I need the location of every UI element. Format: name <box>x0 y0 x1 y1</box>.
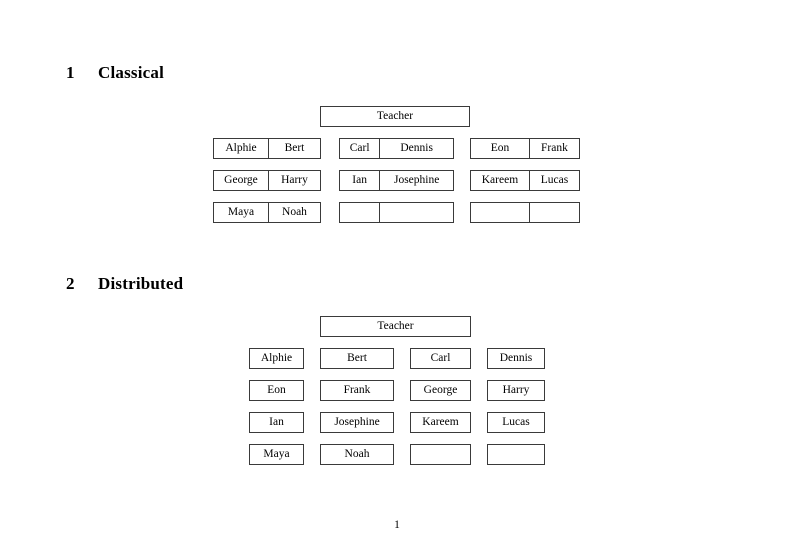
classical-group-box: Eon Frank <box>470 138 580 159</box>
name-box: Maya <box>249 444 304 465</box>
name-box: Frank <box>320 380 394 401</box>
name-cell: Maya <box>227 205 255 218</box>
classical-middle-row-2: Ian Josephine <box>339 170 454 191</box>
distributed-row-1: Alphie Bert Carl Dennis <box>0 348 794 369</box>
classical-group-box: Kareem Lucas <box>470 170 580 191</box>
name-box: George <box>410 380 471 401</box>
name-box: Dennis <box>487 348 545 369</box>
page-number: 1 <box>394 519 400 531</box>
section-number: 2 <box>66 274 75 293</box>
name-cell <box>340 203 379 222</box>
name-cell: Bert <box>267 139 320 158</box>
name-box: Ian <box>249 412 304 433</box>
classical-group-box: Maya Noah <box>213 202 321 223</box>
name-cell: Alphie <box>225 141 257 154</box>
name-cell <box>528 203 579 222</box>
name-box: Noah <box>320 444 394 465</box>
name-cell: Carl <box>349 141 370 154</box>
name-cell: Lucas <box>528 171 579 190</box>
distributed-row-4: Maya Noah <box>0 444 794 465</box>
name-box <box>487 444 545 465</box>
section-title: Classical <box>98 63 165 82</box>
name-cell <box>379 203 453 222</box>
name-cell: Noah <box>267 203 320 222</box>
classical-left-row-2: George Harry <box>213 170 321 191</box>
name-cell: Dennis <box>379 139 453 158</box>
classical-middle-row-1: Carl Dennis <box>339 138 454 159</box>
distributed-teacher-box: Teacher <box>320 316 471 337</box>
classical-right-row-2: Kareem Lucas <box>470 170 580 191</box>
classical-right-row-3 <box>470 202 580 223</box>
name-cell: Frank <box>528 139 579 158</box>
name-cell: Ian <box>352 173 367 186</box>
name-box: Lucas <box>487 412 545 433</box>
distributed-row-2: Eon Frank George Harry <box>0 380 794 401</box>
name-cell: Eon <box>490 141 510 154</box>
section-heading-classical: 1 Classical <box>66 63 164 83</box>
name-box: Bert <box>320 348 394 369</box>
classical-group-box <box>470 202 580 223</box>
classical-group-box: Ian Josephine <box>339 170 454 191</box>
name-box: Carl <box>410 348 471 369</box>
section-heading-distributed: 2 Distributed <box>66 274 183 294</box>
name-box: Harry <box>487 380 545 401</box>
name-box <box>410 444 471 465</box>
name-box: Alphie <box>249 348 304 369</box>
classical-left-row-3: Maya Noah <box>213 202 321 223</box>
name-cell: Kareem <box>481 173 519 186</box>
name-cell: Josephine <box>379 171 453 190</box>
classical-middle-row-3 <box>339 202 454 223</box>
classical-group-box <box>339 202 454 223</box>
section-number: 1 <box>66 63 75 82</box>
name-box: Josephine <box>320 412 394 433</box>
classical-teacher-box: Teacher <box>320 106 470 127</box>
classical-group-box: Alphie Bert <box>213 138 321 159</box>
name-cell: George <box>224 173 258 186</box>
classical-right-row-1: Eon Frank <box>470 138 580 159</box>
section-title: Distributed <box>98 274 184 293</box>
name-cell: Harry <box>267 171 320 190</box>
name-box: Eon <box>249 380 304 401</box>
classical-group-box: George Harry <box>213 170 321 191</box>
name-cell <box>471 203 529 222</box>
name-box: Kareem <box>410 412 471 433</box>
distributed-row-3: Ian Josephine Kareem Lucas <box>0 412 794 433</box>
classical-group-box: Carl Dennis <box>339 138 454 159</box>
classical-left-row-1: Alphie Bert <box>213 138 321 159</box>
